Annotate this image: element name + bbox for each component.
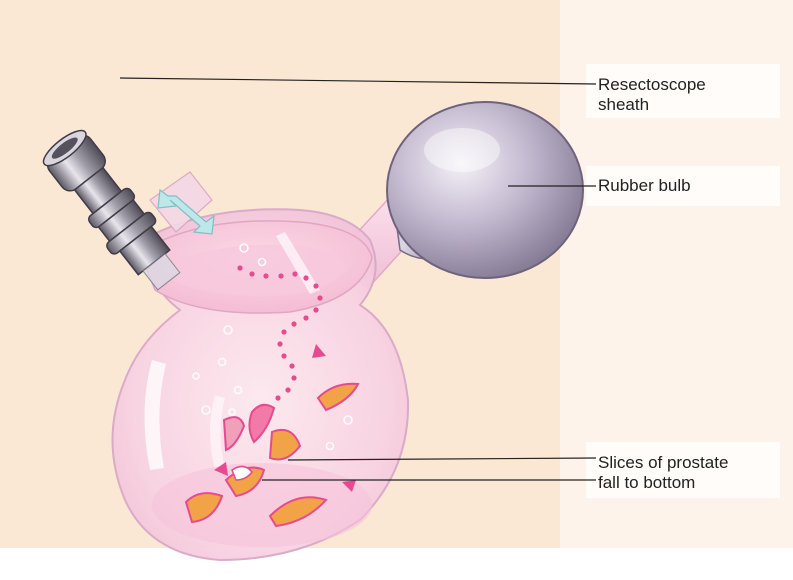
label-sheath-line1: Resectoscope: [598, 75, 706, 95]
label-slices-line1: Slices of prostate: [598, 453, 728, 473]
label-prostate-slices: Slices of prostate fall to bottom: [598, 453, 728, 493]
label-bulb-line1: Rubber bulb: [598, 176, 691, 196]
label-resectoscope-sheath: Resectoscope sheath: [598, 75, 706, 115]
bulb-highlight: [424, 128, 500, 172]
label-rubber-bulb: Rubber bulb: [598, 176, 691, 196]
rubber-bulb: [387, 102, 583, 278]
label-sheath-line2: sheath: [598, 95, 706, 115]
label-slices-line2: fall to bottom: [598, 473, 728, 493]
